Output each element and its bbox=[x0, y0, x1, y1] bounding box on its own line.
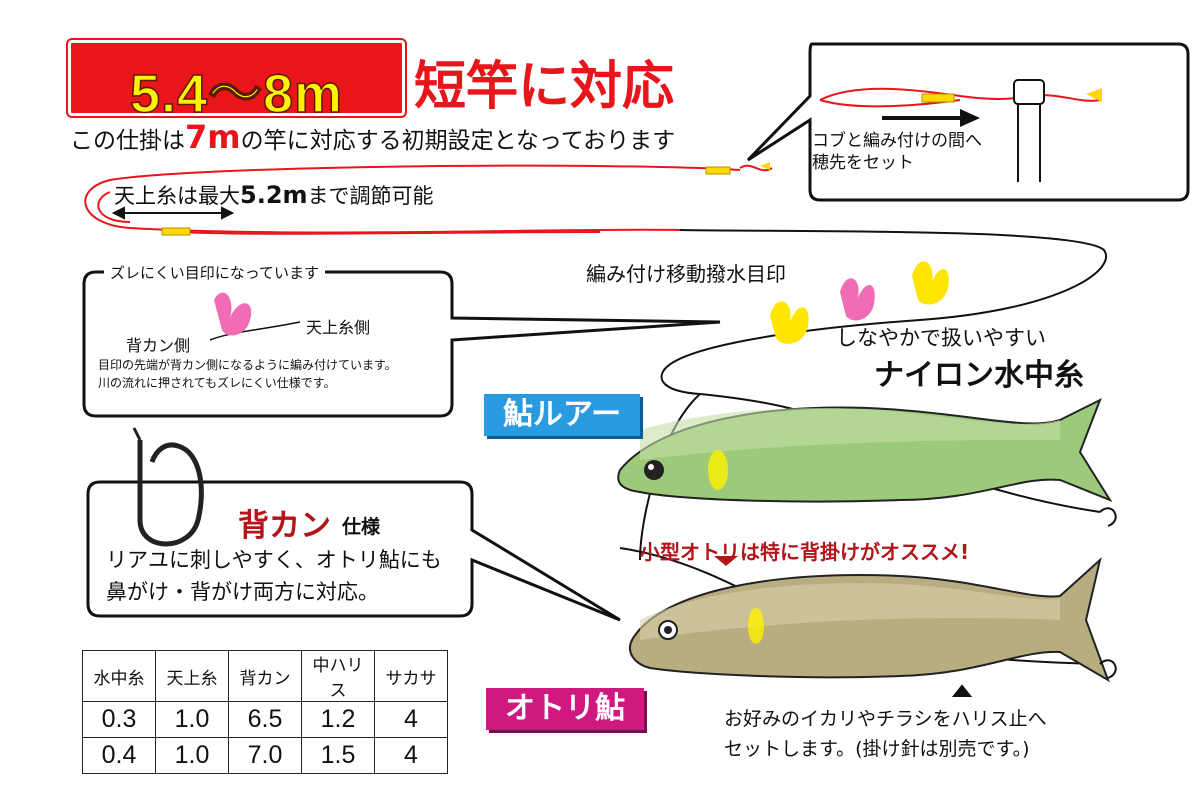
intro-prefix: この仕掛は bbox=[70, 128, 185, 154]
spec-header: 背カン bbox=[228, 650, 302, 702]
bottom-note-line2: セットします。(掛け針は別売です。) bbox=[724, 738, 1030, 760]
spec-header-row: 水中糸 天上糸 背カン 中ハリス サカサ bbox=[82, 650, 448, 702]
mark-label: 編み付け移動撥水目印 bbox=[586, 262, 786, 286]
table-cell: 1.2 bbox=[301, 701, 375, 738]
sekan-desc: リアユに刺しやすく、オトリ鮎にも 鼻がけ・背がけ両方に対応。 bbox=[106, 544, 442, 608]
tenjou-line bbox=[84, 164, 741, 235]
callout-top-text: コブと編み付けの間へ 穂先をセット bbox=[812, 130, 982, 174]
nylon-title: ナイロン水中糸 bbox=[874, 358, 1084, 393]
bubble-mark-desc-line2: 川の流れに押されてもズレにくい仕様です。 bbox=[98, 376, 336, 390]
table-cell: 6.5 bbox=[228, 701, 302, 738]
length-badge-text: 5.4〜8m bbox=[129, 63, 344, 125]
sekan-suffix: 仕様 bbox=[342, 516, 381, 538]
tenjou-note-value: 5.2m bbox=[240, 181, 308, 209]
spec-header: 中ハリス bbox=[301, 650, 375, 702]
range-arrow bbox=[111, 206, 235, 220]
bubble-mark-desc-line1: 目印の先端が背カン側になるように編み付けています。 bbox=[98, 358, 397, 372]
spec-header: 天上糸 bbox=[155, 650, 229, 702]
callout-box bbox=[746, 42, 1190, 202]
recommend-note: 小型オトリは特に背掛けがオススメ! bbox=[640, 540, 970, 564]
table-cell: 4 bbox=[374, 737, 448, 774]
spec-table: 水中糸 天上糸 背カン 中ハリス サカサ 0.3 1.0 6.5 1.2 4 0… bbox=[82, 650, 448, 774]
intro-text: この仕掛は7mの竿に対応する初期設定となっております bbox=[70, 118, 675, 156]
sekan-desc-line1: リアユに刺しやすく、オトリ鮎にも bbox=[106, 548, 442, 572]
tenjou-note: 天上糸は最大5.2mまで調節可能 bbox=[114, 180, 434, 210]
bottom-note: お好みのイカリやチラシをハリス止へ セットします。(掛け針は別売です。) bbox=[724, 704, 1047, 764]
spec-header: サカサ bbox=[374, 650, 448, 702]
table-cell: 7.0 bbox=[228, 737, 302, 774]
spec-header: 水中糸 bbox=[82, 650, 156, 702]
ayu-lure-fish bbox=[617, 397, 1113, 503]
intro-suffix: の竿に対応する初期設定となっております bbox=[240, 128, 676, 154]
otori-fish bbox=[629, 556, 1110, 683]
bubble-mark-title: ズレにくい目印になっています bbox=[104, 262, 325, 283]
table-cell: 1.5 bbox=[301, 737, 375, 774]
tenjou-note-suffix: まで調節可能 bbox=[307, 184, 434, 208]
table-cell: 0.4 bbox=[82, 737, 156, 774]
sekan-title: 背カン bbox=[238, 508, 331, 544]
table-row: 0.3 1.0 6.5 1.2 4 bbox=[82, 701, 448, 738]
table-cell: 4 bbox=[374, 701, 448, 738]
intro-highlight: 7m bbox=[185, 118, 241, 156]
page-title: 短竿に対応 bbox=[414, 57, 675, 117]
tenjou-note-prefix: 天上糸は最大 bbox=[114, 184, 240, 208]
sekan-side-label: 背カン側 bbox=[126, 336, 191, 355]
sekan-desc-line2: 鼻がけ・背がけ両方に対応。 bbox=[106, 580, 379, 604]
feather-marks bbox=[770, 261, 949, 344]
table-cell: 0.3 bbox=[82, 701, 156, 738]
callout-top-line2: 穂先をセット bbox=[812, 153, 914, 173]
hook-accessories bbox=[951, 507, 1117, 697]
bottom-note-line1: お好みのイカリやチラシをハリス止へ bbox=[724, 708, 1047, 730]
otori-tag: オトリ鮎 bbox=[486, 688, 644, 730]
bubble-mark-desc: 目印の先端が背カン側になるように編み付けています。 川の流れに押されてもズレにく… bbox=[98, 356, 397, 392]
bubble-sekan bbox=[86, 427, 621, 622]
bubble-mark bbox=[82, 270, 721, 418]
ayu-lure-tag: 鮎ルアー bbox=[484, 394, 640, 436]
nylon-subtitle: しなやかで扱いやすい bbox=[836, 326, 1046, 350]
callout-top-line1: コブと編み付けの間へ bbox=[812, 131, 982, 151]
length-badge: 5.4〜8m bbox=[68, 40, 405, 125]
table-cell: 1.0 bbox=[155, 701, 229, 738]
knot-markers bbox=[161, 162, 773, 236]
table-row: 0.4 1.0 7.0 1.5 4 bbox=[82, 737, 448, 774]
table-cell: 1.0 bbox=[155, 737, 229, 774]
tenjou-side-label: 天上糸側 bbox=[306, 318, 371, 337]
